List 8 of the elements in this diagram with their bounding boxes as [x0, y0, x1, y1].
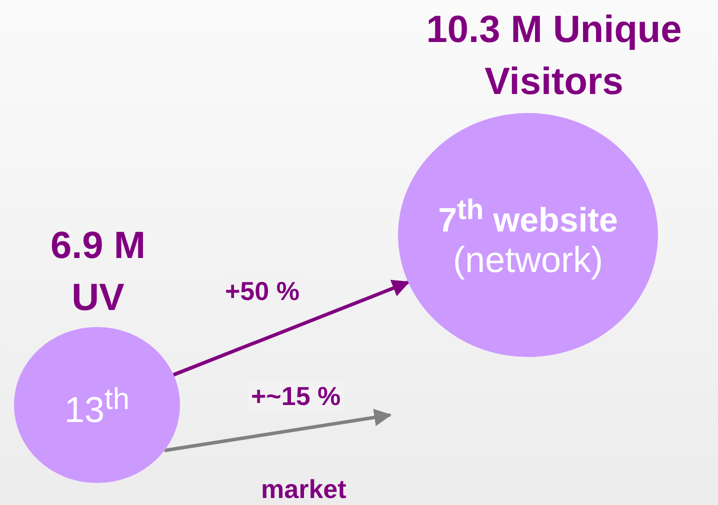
note-text: market — [260, 474, 348, 505]
arrow — [172, 280, 410, 376]
circle-text: 7$^{th}$ website — [438, 192, 618, 240]
circle-text: (network) — [452, 240, 604, 280]
circle-text: 13$^{th}$ — [64, 382, 130, 430]
heading-text: 6.9 M UV — [49, 224, 147, 321]
heading-text: 10.3 M Unique Visitors — [425, 8, 683, 105]
arrow — [164, 408, 392, 452]
